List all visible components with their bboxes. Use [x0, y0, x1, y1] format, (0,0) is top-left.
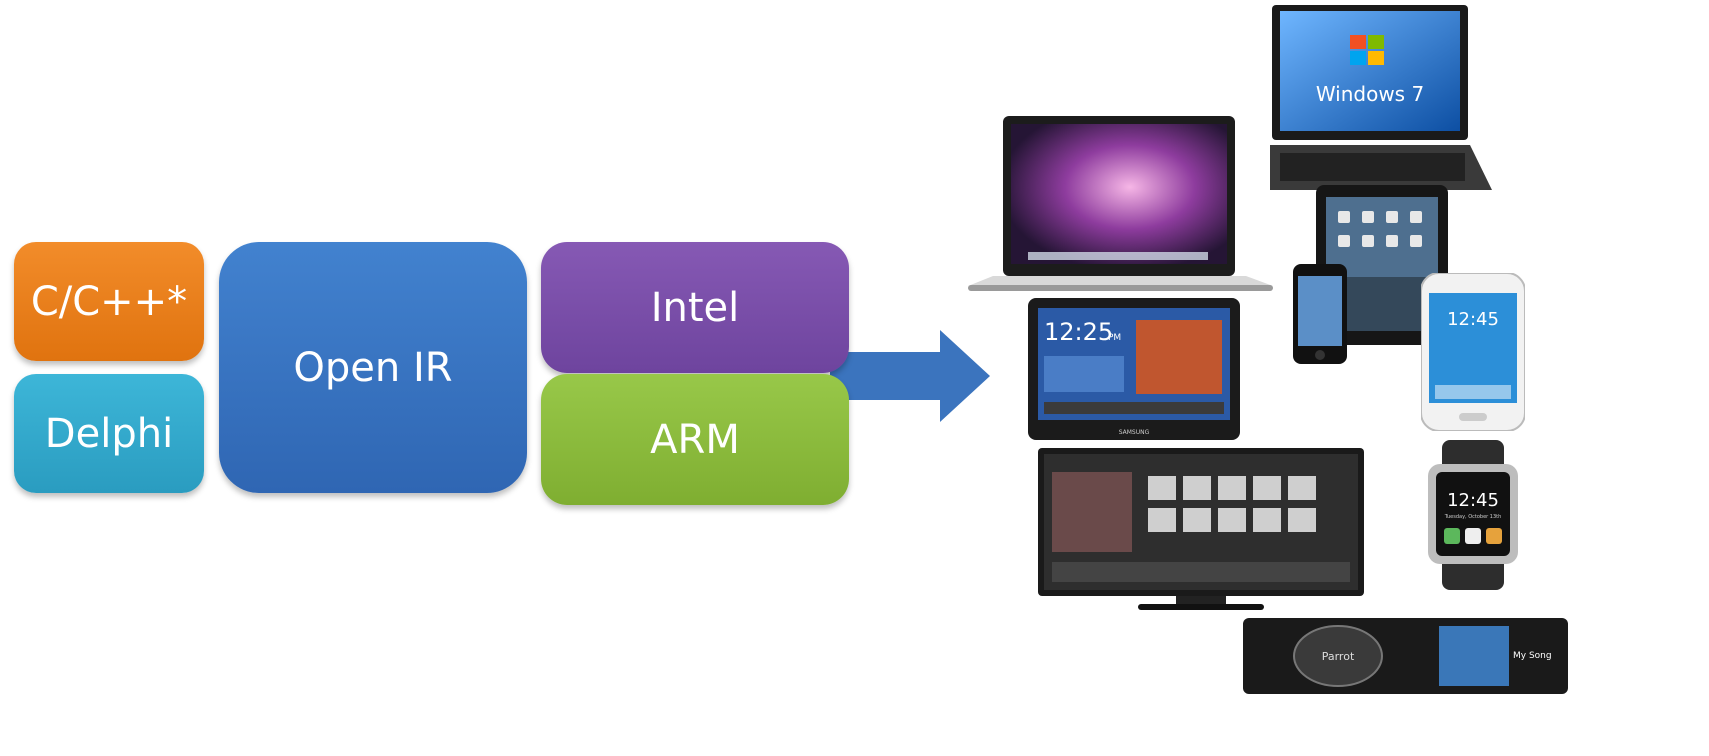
arm-box: ARM [541, 374, 849, 505]
galaxy-phone-image: 12:45 [1421, 273, 1525, 431]
svg-text:12:25: 12:25 [1044, 318, 1113, 346]
intel-label: Intel [650, 284, 740, 331]
open-ir-label: Open IR [293, 344, 453, 391]
windows-laptop-image: Windows 7 [1270, 5, 1500, 195]
car-stereo-image: Parrot My Song [1243, 618, 1568, 694]
macbook-image [968, 116, 1273, 292]
c-cpp-label: C/C++* [30, 278, 188, 325]
svg-text:My Song: My Song [1513, 651, 1552, 661]
open-ir-box: Open IR [219, 242, 527, 493]
svg-text:Tuesday, October 13th: Tuesday, October 13th [1444, 514, 1502, 520]
svg-text:PM: PM [1108, 333, 1121, 343]
right-arrow [830, 330, 990, 422]
windows-logo-icon [1350, 35, 1384, 65]
svg-text:12:45: 12:45 [1447, 490, 1499, 511]
intel-box: Intel [541, 242, 849, 373]
iphone-image [1293, 264, 1347, 364]
svg-text:SAMSUNG: SAMSUNG [1119, 429, 1150, 436]
delphi-box: Delphi [14, 374, 204, 493]
arm-label: ARM [650, 416, 740, 463]
samsung-tablet-image: 12:25 PM SAMSUNG [1028, 298, 1240, 440]
smartwatch-image: 12:45 Tuesday, October 13th [1428, 440, 1518, 590]
svg-text:Windows 7: Windows 7 [1316, 82, 1424, 106]
smart-tv-image [1038, 448, 1364, 613]
svg-text:12:45: 12:45 [1447, 309, 1499, 330]
c-cpp-box: C/C++* [14, 242, 204, 361]
svg-text:Parrot: Parrot [1322, 650, 1355, 663]
delphi-label: Delphi [44, 410, 174, 457]
